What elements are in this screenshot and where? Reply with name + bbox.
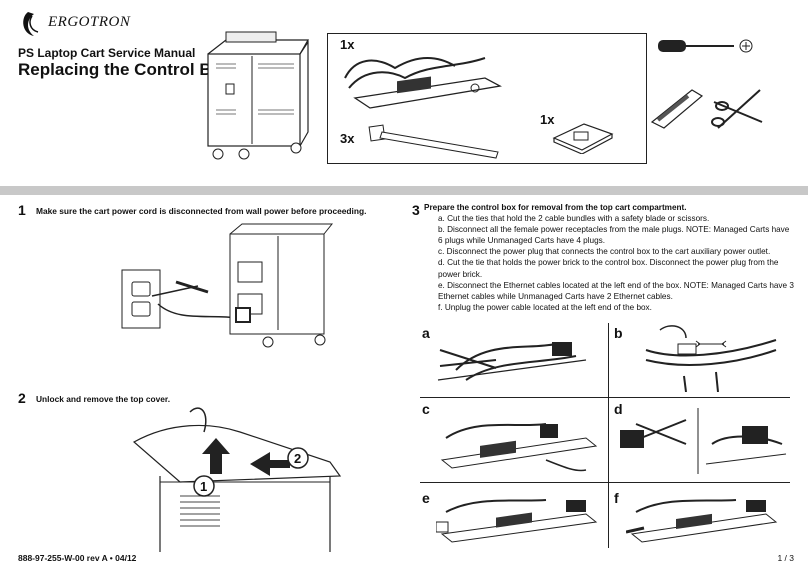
panel-e-illustration [436, 499, 598, 543]
step-3-item-f: f. Unplug the power cable located at the… [438, 302, 652, 312]
page-title: Replacing the Control Box [18, 60, 232, 79]
panel-a-illustration [437, 342, 587, 381]
step-2-illustration [132, 407, 342, 552]
step-3-item-a: a. Cut the ties that hold the 2 cable bu… [438, 214, 710, 224]
logo-text: ERGOTRON [48, 14, 131, 30]
scissors-icon [711, 89, 763, 129]
panel-divider-vertical [608, 323, 609, 548]
panel-e-label: e [422, 490, 430, 506]
parts-box [327, 33, 647, 164]
step-3-instructions: Prepare the control box for removal from… [424, 202, 794, 313]
callout-2: 2 [294, 451, 302, 466]
step-3-item-d: d. Cut the tie that holds the power bric… [438, 258, 779, 279]
cable-tie-part [368, 124, 499, 159]
document-number: 888-97-255-W-00 rev A • 04/12 [18, 553, 137, 563]
step-3-item-e: e. Disconnect the Ethernet cables locate… [438, 280, 794, 301]
tie-mount-part [552, 123, 614, 154]
panel-b-label: b [614, 325, 623, 341]
step-3-item-b: b. Disconnect all the female power recep… [438, 225, 790, 246]
step-3-item-c: c. Disconnect the power plug that connec… [438, 247, 771, 257]
control-box-qty: 1x [340, 37, 355, 52]
cable-tie-qty: 3x [340, 131, 355, 146]
panel-a-label: a [422, 325, 430, 341]
step-3-heading: Prepare the control box for removal from… [424, 203, 687, 212]
page-number: 1 / 3 [777, 553, 794, 563]
ergotron-logo [23, 12, 39, 36]
panel-f-label: f [614, 490, 619, 506]
step-1-illustration [121, 223, 334, 348]
step-3-number: 3 [412, 202, 420, 218]
panel-d-illustration [620, 408, 787, 474]
panel-f-illustration [626, 499, 778, 543]
panel-c-illustration [440, 423, 598, 472]
safety-blade-icon [650, 89, 704, 129]
tie-mount-qty: 1x [540, 112, 555, 127]
callout-1: 1 [200, 479, 208, 494]
step-1-number: 1 [18, 202, 26, 218]
cart-illustration [207, 31, 310, 160]
step-2-text: Unlock and remove the top cover. [36, 394, 171, 404]
panel-c-label: c [422, 401, 430, 417]
panel-divider-2 [420, 482, 790, 483]
panel-b-illustration [645, 325, 777, 392]
screwdriver-icon [658, 39, 753, 53]
panel-divider-1 [420, 397, 790, 398]
panel-d-label: d [614, 401, 623, 417]
section-divider [0, 186, 808, 195]
control-box-part [344, 56, 502, 109]
step-1-text: Make sure the cart power cord is disconn… [36, 206, 367, 216]
manual-title: PS Laptop Cart Service Manual [18, 46, 196, 60]
step-2-number: 2 [18, 390, 26, 406]
